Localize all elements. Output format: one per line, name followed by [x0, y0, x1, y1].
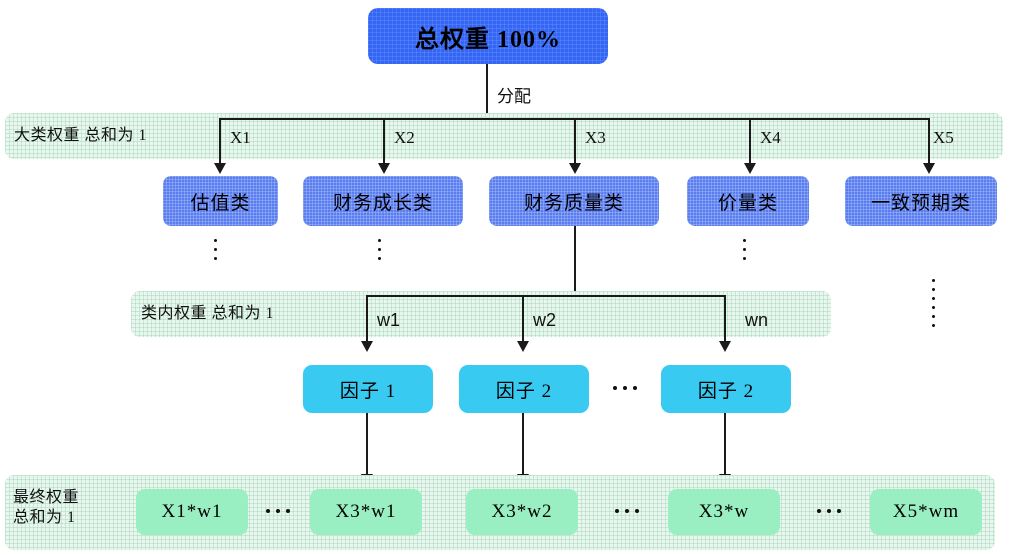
- category-box-financial-quality[interactable]: 财务质量类: [489, 176, 659, 226]
- final-drop-line-2: [522, 413, 524, 477]
- factor-box-label: 因子 1: [339, 380, 397, 402]
- final-weight-box-label: X1*w1: [161, 501, 223, 522]
- category-edge-label-1: X1: [230, 128, 251, 147]
- vertical-ellipsis-right-column: [932, 276, 935, 330]
- category-box-label: 财务成长类: [332, 192, 433, 214]
- factor-drop-line-2: [522, 295, 524, 343]
- factor-edge-label-3: wn: [745, 310, 769, 330]
- category-box-price-volume[interactable]: 价量类: [687, 176, 809, 226]
- final-weight-box-label: X5*wm: [892, 501, 960, 522]
- final-weight-box-x3w1[interactable]: X3*w1: [310, 489, 422, 535]
- band-intra-weight: [131, 291, 831, 337]
- category-drop-line-3: [574, 118, 576, 166]
- factor-drop-line-1: [366, 295, 368, 343]
- root-weight-label: 总权重 100%: [415, 26, 561, 53]
- final-row-ellipsis-1: [263, 509, 293, 513]
- category-box-label: 一致预期类: [870, 192, 971, 214]
- band-category-weight-label: 大类权重 总和为 1: [14, 127, 148, 144]
- vertical-ellipsis-under-price-volume: [743, 236, 746, 263]
- band-final-weight-label-line2: 总和为 1: [13, 509, 76, 526]
- category-box-financial-growth[interactable]: 财务成长类: [303, 176, 463, 226]
- final-drop-line-1: [366, 413, 368, 477]
- category-drop-line-5: [928, 118, 930, 166]
- category-edge-label-2: X2: [394, 128, 415, 147]
- factor-drop-line-3: [724, 295, 726, 343]
- category-arrow-3: [569, 163, 581, 174]
- category-box-valuation[interactable]: 估值类: [163, 176, 278, 226]
- final-weight-box-x3w2[interactable]: X3*w2: [466, 489, 578, 535]
- factor-arrow-1: [361, 341, 373, 352]
- factor-box-2[interactable]: 因子 2: [459, 365, 589, 413]
- final-row-ellipsis-3: [814, 509, 844, 513]
- category-box-consensus-expectation[interactable]: 一致预期类: [845, 176, 997, 226]
- band-intra-weight-label: 类内权重 总和为 1: [141, 305, 275, 322]
- category-arrow-4: [744, 163, 756, 174]
- final-weight-box-label: X3*w2: [491, 501, 553, 522]
- factor-edge-label-2: w2: [533, 310, 557, 330]
- factor-distribution-bar: [367, 295, 726, 297]
- final-weight-box-x3w[interactable]: X3*w: [668, 489, 780, 535]
- category-drop-line-1: [219, 118, 221, 166]
- vertical-ellipsis-under-financial-growth: [378, 236, 381, 263]
- category-box-label: 估值类: [190, 192, 251, 214]
- category-box-label: 价量类: [717, 192, 778, 214]
- root-weight-box[interactable]: 总权重 100%: [368, 8, 608, 64]
- category-arrow-5: [923, 163, 935, 174]
- factor-row-ellipsis: [610, 386, 640, 390]
- band-final-weight-label: 最终权重 总和为 1: [13, 488, 79, 528]
- factor-arrow-3: [719, 341, 731, 352]
- vertical-ellipsis-under-valuation: [214, 236, 217, 263]
- category-edge-label-5: X5: [933, 128, 954, 147]
- factor-box-label: 因子 2: [697, 380, 755, 402]
- category-arrow-2: [378, 163, 390, 174]
- category-arrow-1: [214, 163, 226, 174]
- final-weight-box-label: X3*w: [698, 501, 750, 522]
- category-drop-line-4: [749, 118, 751, 166]
- category-drop-line-2: [383, 118, 385, 166]
- factor-box-label: 因子 2: [495, 380, 553, 402]
- factor-box-1[interactable]: 因子 1: [303, 365, 433, 413]
- final-weight-box-x5wm[interactable]: X5*wm: [870, 489, 982, 535]
- band-final-weight-label-line1: 最终权重: [13, 489, 80, 506]
- band-category-weight: [5, 113, 1003, 159]
- factor-arrow-2: [517, 341, 529, 352]
- financial-quality-trunk-line: [574, 226, 576, 296]
- final-weight-box-label: X3*w1: [335, 501, 397, 522]
- factor-edge-label-1: w1: [377, 310, 401, 330]
- category-edge-label-3: X3: [585, 128, 606, 147]
- final-row-ellipsis-2: [612, 509, 642, 513]
- final-weight-box-x1w1[interactable]: X1*w1: [136, 489, 248, 535]
- final-drop-line-3: [724, 413, 726, 477]
- root-edge-label: 分配: [497, 87, 531, 106]
- category-edge-label-4: X4: [760, 128, 781, 147]
- category-box-label: 财务质量类: [523, 192, 624, 214]
- factor-box-n[interactable]: 因子 2: [661, 365, 791, 413]
- root-trunk-line: [486, 64, 488, 119]
